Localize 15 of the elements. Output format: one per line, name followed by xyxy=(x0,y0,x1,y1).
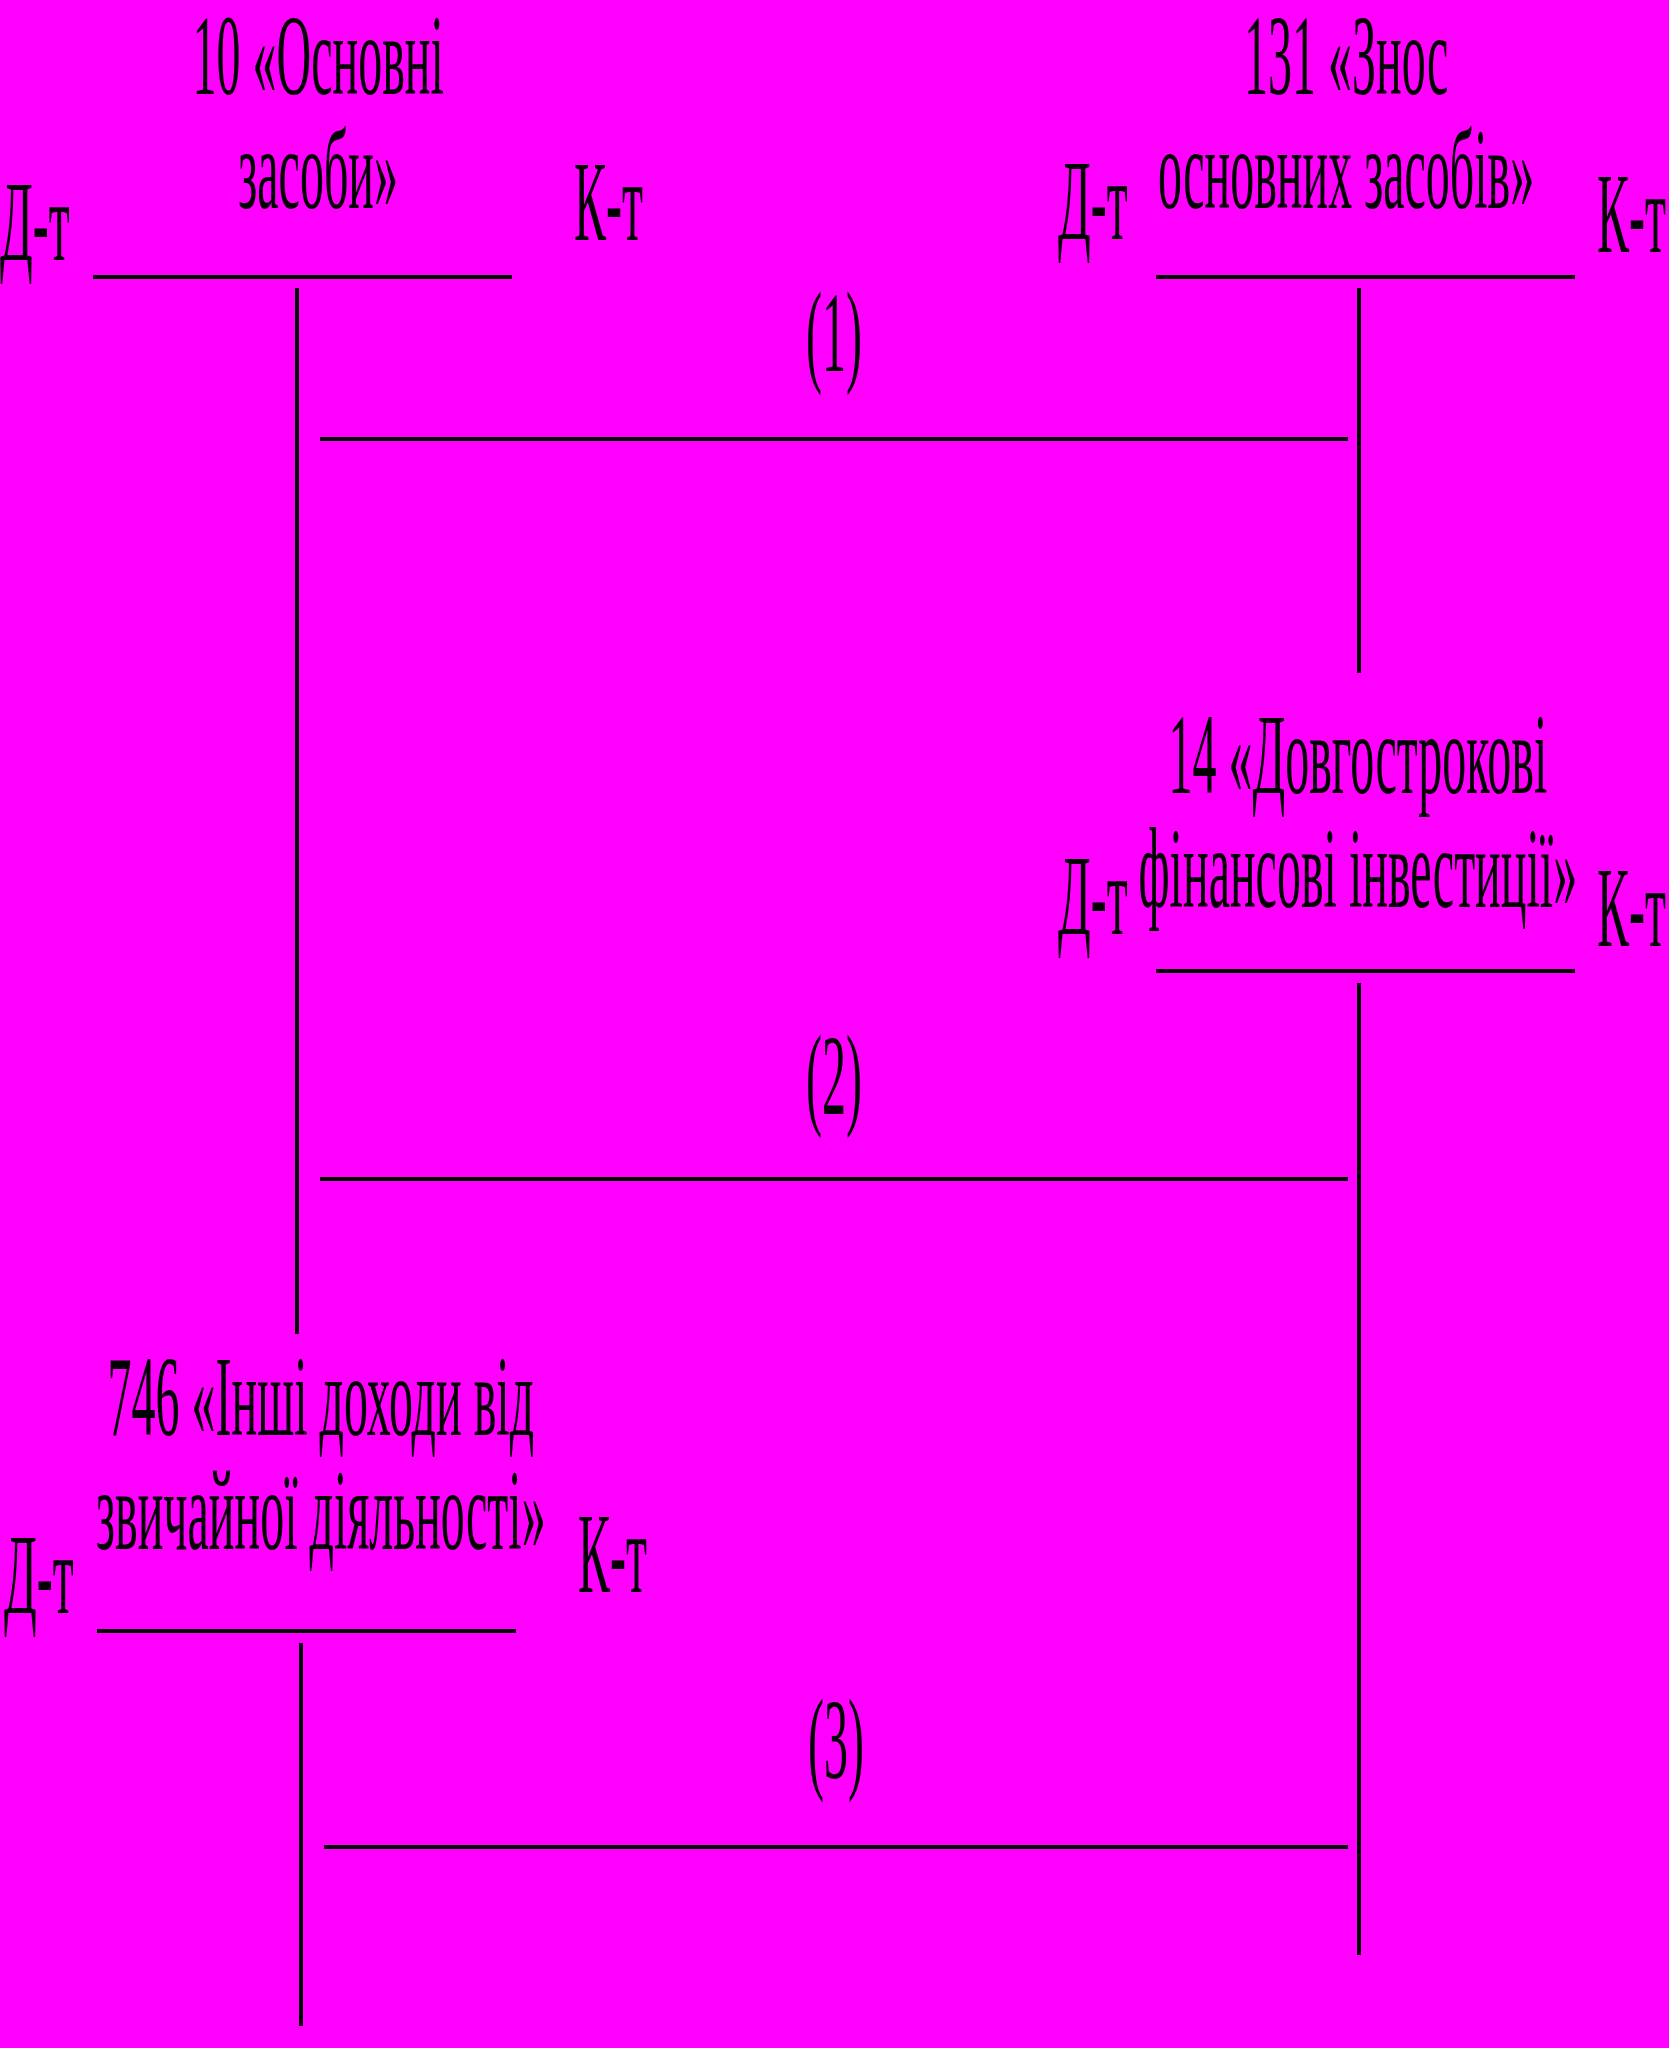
credit-label: К-т xyxy=(1597,852,1666,972)
account-title: 10 «Основні засоби» xyxy=(192,0,444,234)
connector-line xyxy=(320,1177,1348,1181)
debit-label: Д-т xyxy=(0,166,70,286)
connector-line xyxy=(324,1845,1348,1849)
connector-line xyxy=(320,437,1348,441)
credit-label: К-т xyxy=(574,146,643,266)
credit-label: К-т xyxy=(1597,158,1666,278)
debit-label: Д-т xyxy=(4,1519,74,1639)
debit-label: Д-т xyxy=(1058,840,1128,960)
account-title: 131 «Знос основних засобів» xyxy=(1158,0,1535,234)
account-title: 14 «Довгострокові фінансові інвестиції» xyxy=(1138,699,1578,933)
debit-label: Д-т xyxy=(1058,145,1128,265)
credit-label: К-т xyxy=(578,1498,647,1618)
account-title: 746 «Інші доходи від звичайної діяльності» xyxy=(96,1341,546,1575)
